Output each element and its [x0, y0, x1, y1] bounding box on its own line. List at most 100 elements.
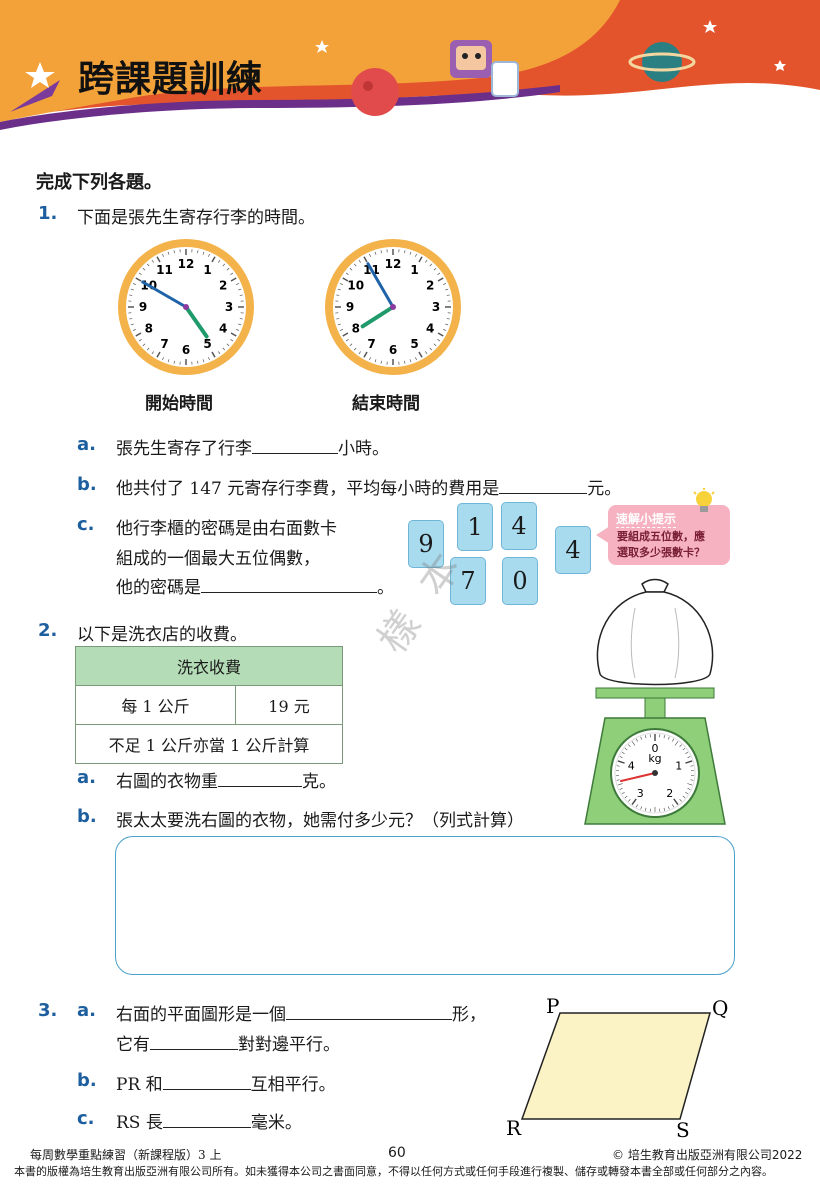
- q1a-letter: a.: [77, 434, 96, 455]
- scale-tick-label: 0: [652, 742, 659, 755]
- answer-blank[interactable]: [162, 1071, 251, 1090]
- hint-line: 要組成五位數，應: [617, 530, 705, 543]
- planet-icon: [351, 68, 399, 116]
- q3-number: 3.: [38, 1000, 58, 1021]
- fee-cell: 不足 1 公斤亦當 1 公斤計算: [75, 724, 343, 764]
- vertex-q: Q: [712, 996, 728, 1020]
- scale-needle: [620, 772, 656, 782]
- clock-numeral: 6: [182, 343, 190, 357]
- clock-numeral: 11: [156, 263, 173, 277]
- clock-numeral: 6: [389, 343, 397, 357]
- clock-numeral: 2: [426, 279, 434, 293]
- astronaut-icon: [450, 40, 519, 97]
- q3b-letter: b.: [77, 1070, 97, 1091]
- clock-numeral: 12: [178, 257, 195, 271]
- weighing-scale: 0 1 2 3 4 kg: [584, 578, 726, 825]
- parallelogram-figure: P Q R S: [506, 995, 728, 1140]
- hour-hand: [360, 305, 395, 329]
- q1c-line1: 他行李櫃的密碼是由右面數卡: [116, 519, 337, 539]
- footer-copyright: © 培生教育出版亞洲有限公司2022: [612, 1148, 803, 1162]
- answer-blank[interactable]: [201, 574, 377, 593]
- number-card: 0: [502, 557, 538, 605]
- scale-tick-label: 3: [637, 787, 644, 800]
- answer-blank[interactable]: [218, 768, 302, 787]
- header-banner: [0, 0, 820, 150]
- star-icon: [25, 62, 55, 88]
- q2-text: 以下是洗衣店的收費。: [77, 625, 247, 645]
- answer-blank[interactable]: [286, 1001, 452, 1020]
- q2b-letter: b.: [77, 806, 97, 827]
- footer-book-title: 每周數學重點練習（新課程版）3 上: [30, 1148, 222, 1162]
- answer-blank[interactable]: [150, 1031, 238, 1050]
- clock-numeral: 2: [219, 279, 227, 293]
- answer-blank[interactable]: [252, 435, 338, 454]
- clock-numeral: 9: [139, 300, 147, 314]
- clock-numeral: 10: [347, 279, 364, 293]
- q1c-line3: 他的密碼是。: [116, 573, 394, 598]
- lightbulb-icon: [693, 488, 715, 512]
- q1-number: 1.: [38, 203, 58, 224]
- fee-cell: 每 1 公斤: [75, 685, 236, 725]
- scale-tick-label: 1: [675, 759, 682, 772]
- vertex-p: P: [546, 995, 559, 1018]
- hint-title: 速解小提示: [616, 512, 677, 528]
- scale-tick-label: 4: [628, 759, 635, 772]
- parallelogram: [520, 1012, 711, 1120]
- fee-table: 洗衣收費 每 1 公斤 19 元 不足 1 公斤亦當 1 公斤計算: [75, 646, 343, 764]
- q1c-letter: c.: [77, 514, 95, 535]
- q1b-letter: b.: [77, 474, 97, 495]
- answer-blank[interactable]: [162, 1109, 251, 1128]
- scale-unit: kg: [648, 752, 661, 765]
- clock-numeral: 3: [432, 300, 440, 314]
- q2-number: 2.: [38, 620, 58, 641]
- fee-table-header: 洗衣收費: [75, 646, 343, 686]
- q3a-line1: 右面的平面圖形是一個形，: [116, 1000, 486, 1025]
- vertex-r: R: [506, 1116, 522, 1140]
- number-card: 1: [457, 503, 493, 551]
- hint-line: 選取多少張數卡？: [617, 546, 705, 559]
- clock-numeral: 7: [160, 337, 168, 351]
- q3a-line2: 它有對對邊平行。: [116, 1030, 340, 1055]
- clock-numeral: 3: [225, 300, 233, 314]
- clock-start-label: 開始時間: [145, 394, 213, 414]
- clock-numeral: 5: [203, 337, 211, 351]
- minute-hand: [366, 262, 395, 309]
- number-card: 4: [501, 502, 537, 550]
- q2a-text: 右圖的衣物重克。: [116, 767, 336, 792]
- clock-numeral: 1: [410, 263, 418, 277]
- q3c-text: RS 長毫米。: [116, 1108, 302, 1133]
- fee-cell: 19 元: [235, 685, 343, 725]
- answer-box[interactable]: [115, 836, 735, 975]
- clock-start: 123456789101112: [118, 239, 254, 375]
- q3a-letter: a.: [77, 1000, 96, 1021]
- minute-hand: [141, 280, 188, 309]
- clock-numeral: 12: [385, 257, 402, 271]
- q1c-line2: 組成的一個最大五位偶數，: [116, 549, 320, 569]
- clock-numeral: 1: [203, 263, 211, 277]
- clock-numeral: 4: [219, 322, 227, 336]
- clock-numeral: 7: [367, 337, 375, 351]
- q1b-text: 他共付了 147 元寄存行李費，平均每小時的費用是元。: [116, 474, 621, 499]
- q2a-letter: a.: [77, 767, 96, 788]
- footer-notice: 本書的版權為培生教育出版亞洲有限公司所有。如未獲得本公司之書面同意，不得以任何方…: [14, 1165, 773, 1178]
- number-card: 4: [555, 526, 591, 574]
- hint-bubble: [608, 505, 730, 565]
- clock-end-label: 結束時間: [352, 394, 420, 414]
- instruction: 完成下列各題。: [36, 172, 162, 193]
- page-title: 跨課題訓練: [78, 59, 264, 100]
- clock-numeral: 9: [346, 300, 354, 314]
- clock-numeral: 8: [352, 322, 360, 336]
- q1-text: 下面是張先生寄存行李的時間。: [77, 208, 315, 228]
- clock-end: 123456789101112: [325, 239, 461, 375]
- q2b-text: 張太太要洗右圖的衣物，她需付多少元？（列式計算）: [116, 811, 524, 831]
- answer-blank[interactable]: [499, 475, 588, 494]
- number-card: 9: [408, 520, 444, 568]
- number-card: 7: [450, 557, 486, 605]
- q3c-letter: c.: [77, 1108, 95, 1129]
- q3b-text: PR 和互相平行。: [116, 1070, 336, 1095]
- clock-numeral: 8: [145, 322, 153, 336]
- laundry-bag-icon: [596, 578, 714, 686]
- scale-tick-label: 2: [666, 787, 673, 800]
- clock-numeral: 4: [426, 322, 434, 336]
- page-number: 60: [388, 1145, 406, 1161]
